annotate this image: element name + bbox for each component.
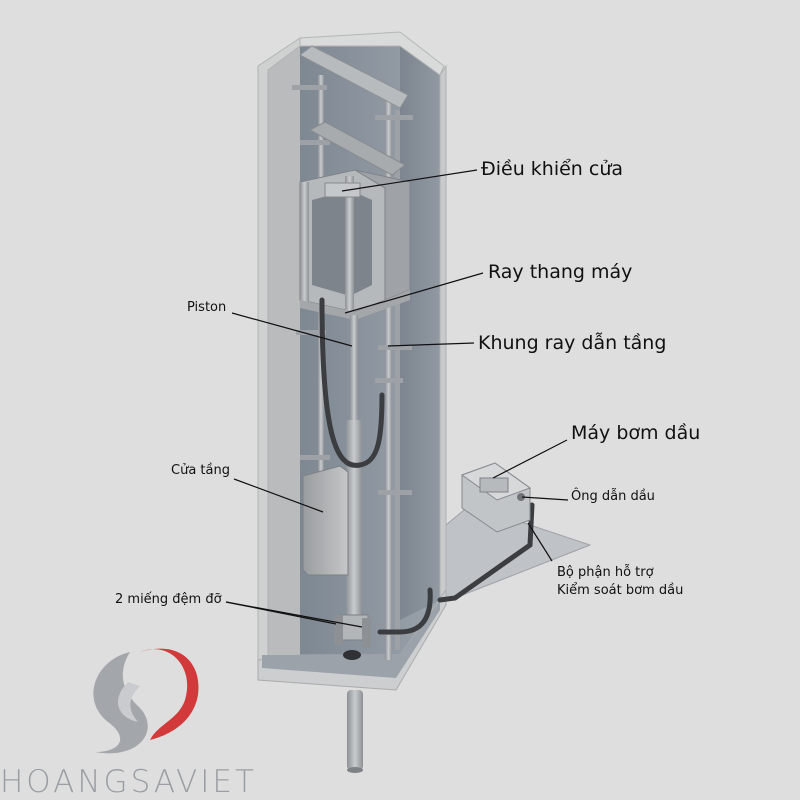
label-piston: Piston (187, 300, 227, 315)
elevator-car (299, 169, 411, 320)
oil-hose (319, 297, 535, 635)
label-floor-rail-frame: Khung ray dẫn tầng (478, 332, 667, 354)
brand-logo-icon (93, 648, 199, 754)
leader-lines (225, 169, 569, 628)
label-floor-door: Cửa tầng (171, 463, 230, 478)
label-pump-control-line1: Bộ phận hỗ trợ (557, 565, 654, 580)
top-beam (299, 45, 409, 176)
oil-pump (460, 462, 532, 533)
label-buffers: 2 miếng đệm đỡ (115, 592, 222, 607)
buffers (334, 615, 371, 660)
label-door-controller: Điều khiển cửa (481, 158, 623, 180)
brand-name: HOANGSAVIET (0, 764, 257, 800)
label-elevator-rail: Ray thang máy (488, 261, 633, 283)
label-oil-pipe: Ông dẫn dầu (571, 489, 655, 504)
label-pump-control-line2: Kiểm soát bơm dầu (557, 583, 684, 598)
floor-door-panel (302, 465, 349, 576)
label-oil-pump: Máy bơm dầu (571, 422, 701, 444)
